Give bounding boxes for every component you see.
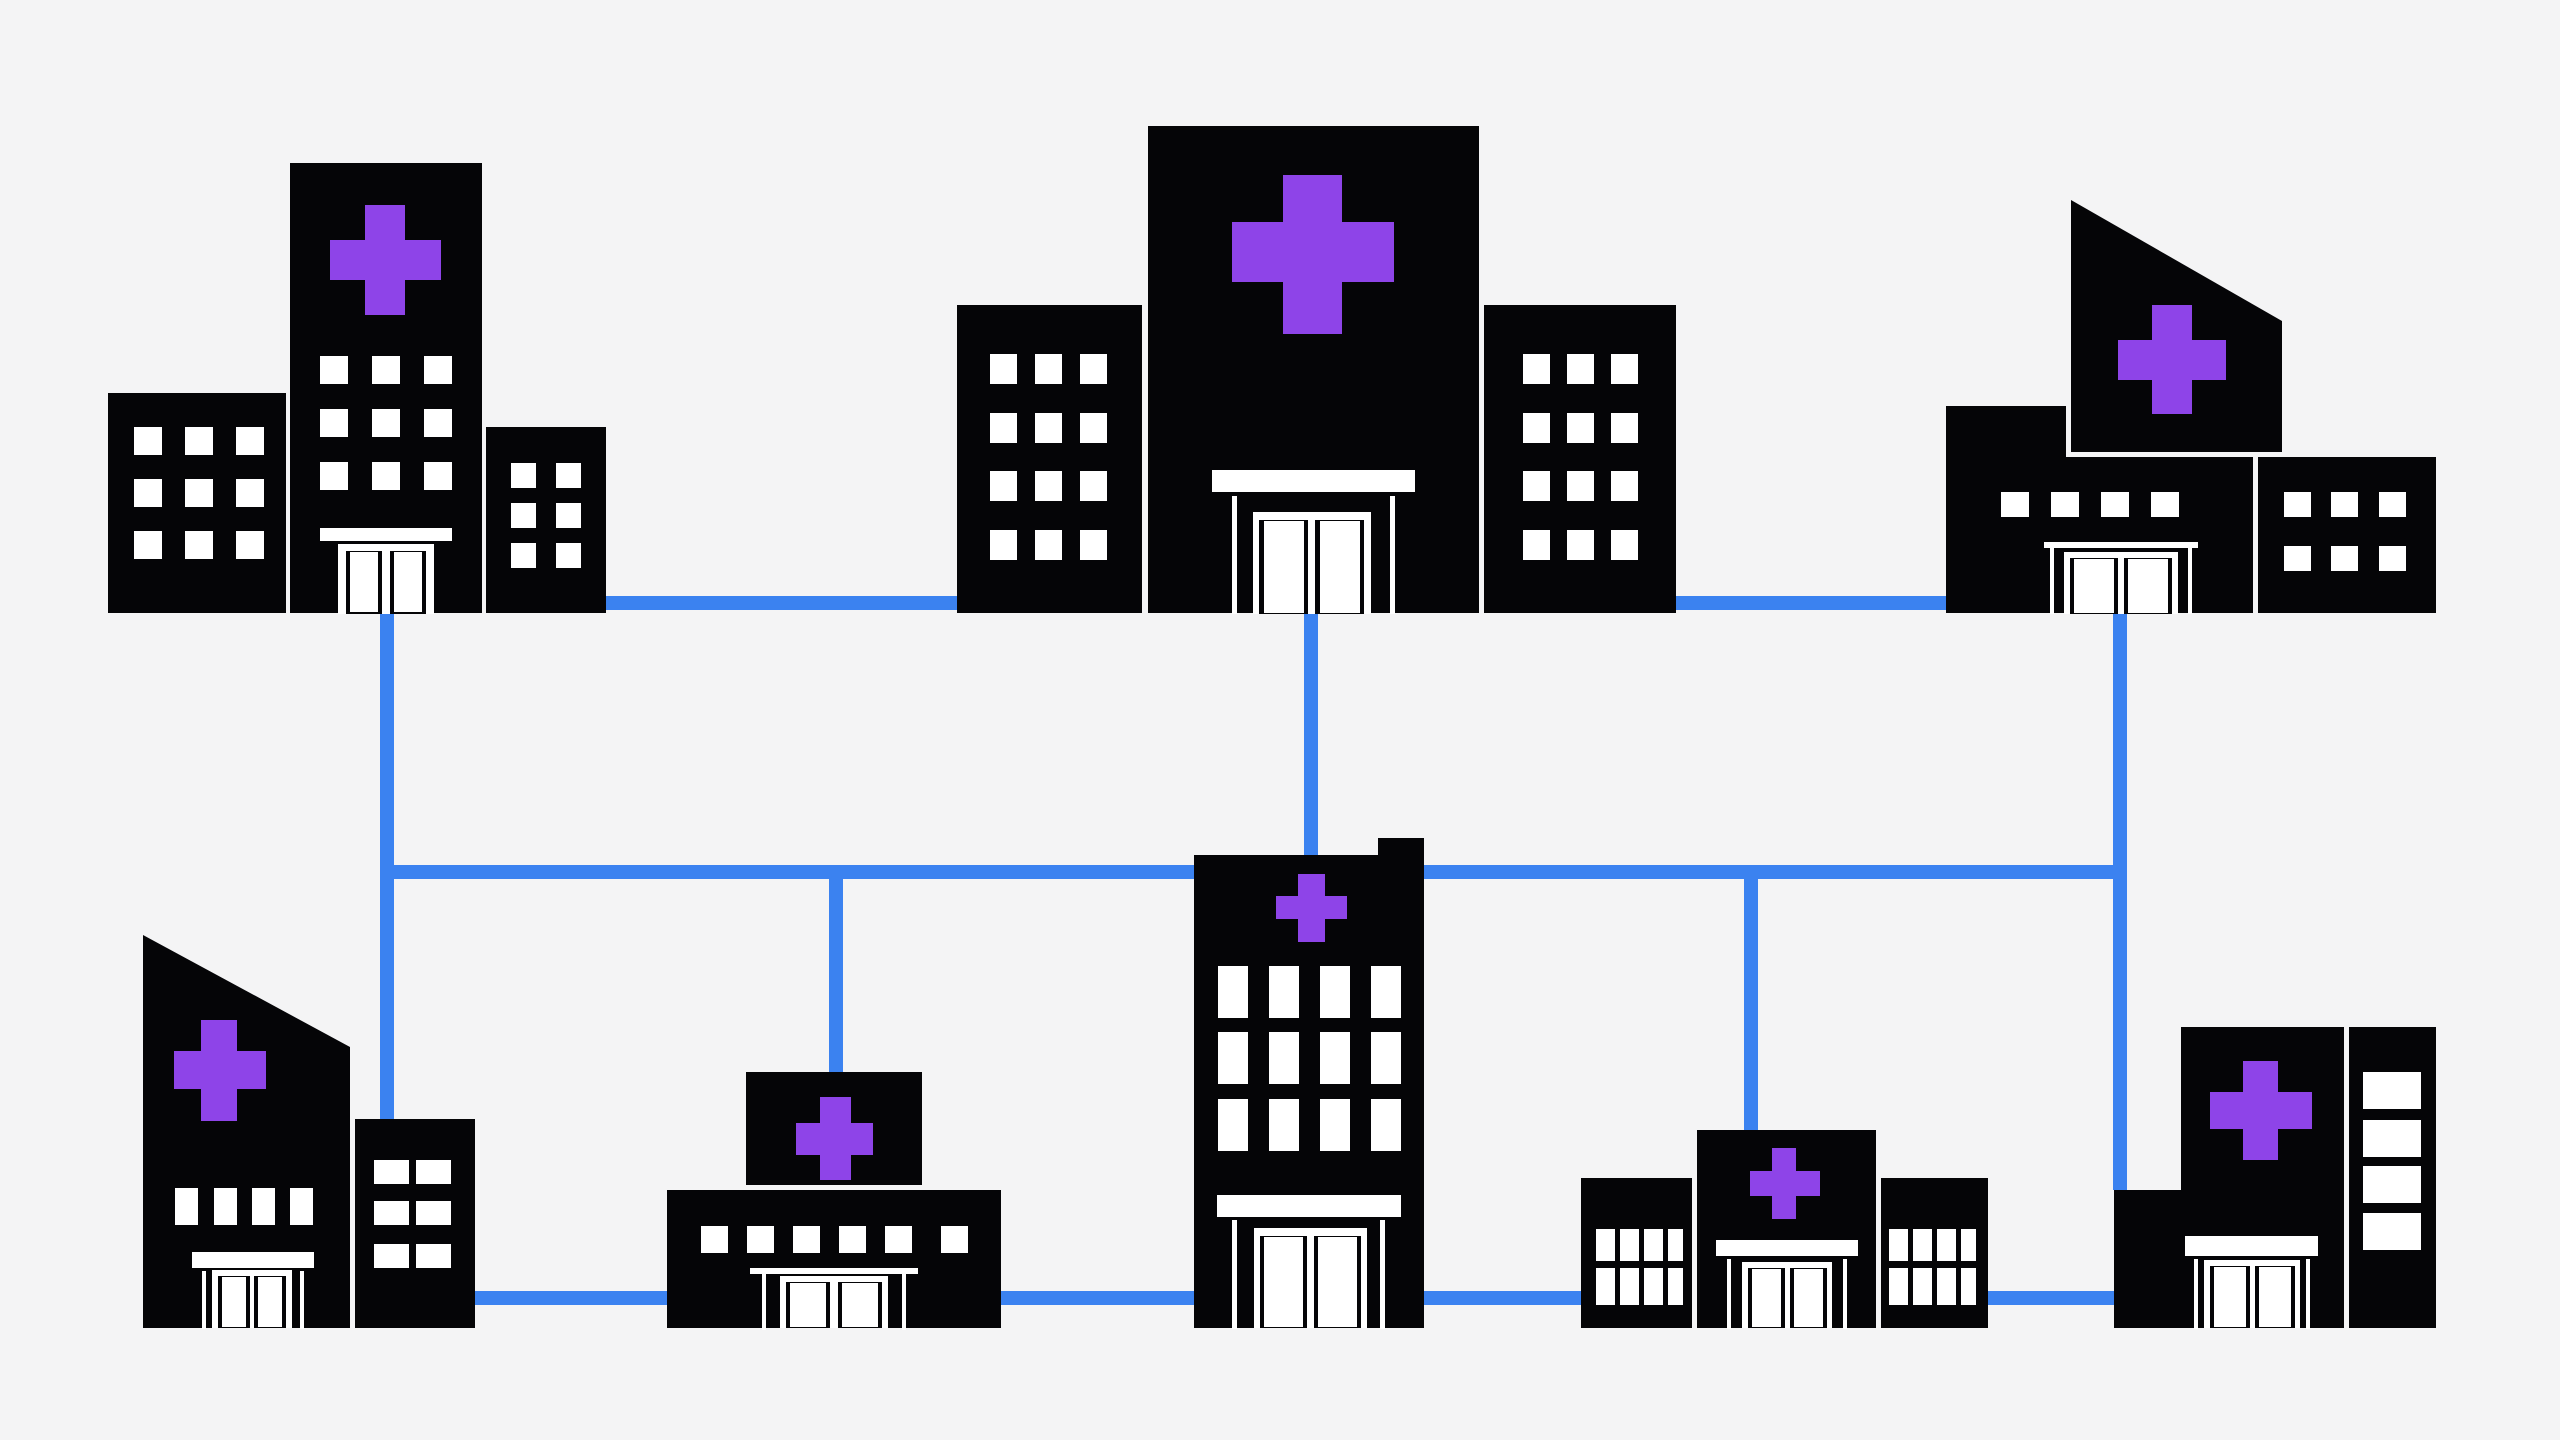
entrance — [1212, 470, 1415, 614]
entrance — [2185, 1236, 2318, 1329]
hospital-bottom-2 — [667, 1072, 1001, 1330]
entrance — [320, 528, 452, 614]
entrance — [750, 1268, 918, 1330]
window-grid — [175, 1160, 451, 1268]
window-grid — [1596, 1229, 1976, 1305]
building-wing-right — [355, 1119, 475, 1328]
window-grid — [990, 354, 1638, 560]
building-wing-left — [2114, 1190, 2184, 1328]
medical-cross-icon — [2210, 1061, 2312, 1160]
window-grid — [1218, 966, 1401, 1151]
medical-cross-icon — [1750, 1148, 1820, 1219]
medical-cross-icon — [796, 1097, 873, 1180]
medical-cross-icon — [2118, 305, 2226, 414]
window-grid — [701, 1226, 968, 1253]
hospital-bottom-1 — [143, 935, 475, 1329]
medical-cross-icon — [1232, 175, 1394, 334]
hospital-top-left — [108, 163, 606, 614]
building-tower-slanted — [143, 935, 350, 1328]
hospital-bottom-3 — [1194, 838, 1424, 1329]
building-wing-right — [1484, 305, 1676, 613]
medical-cross-icon — [1276, 874, 1347, 942]
hospital-bottom-5 — [2114, 1027, 2436, 1329]
hospital-top-center — [957, 126, 1676, 614]
entrance — [1217, 1195, 1401, 1329]
building-wing-right — [486, 427, 606, 613]
hospital-bottom-4 — [1581, 1130, 1988, 1329]
building-wing-right — [2258, 457, 2436, 613]
window-grid — [2001, 492, 2406, 571]
hospital-top-right — [1946, 200, 2436, 614]
window-grid — [2363, 1072, 2421, 1250]
entrance — [1716, 1240, 1858, 1329]
medical-cross-icon — [330, 205, 441, 315]
window-grid — [134, 356, 581, 568]
medical-cross-icon — [174, 1020, 266, 1121]
entrance — [2044, 542, 2198, 614]
building-wing-left — [957, 305, 1142, 613]
entrance — [192, 1252, 314, 1329]
roof-block — [1378, 838, 1424, 858]
